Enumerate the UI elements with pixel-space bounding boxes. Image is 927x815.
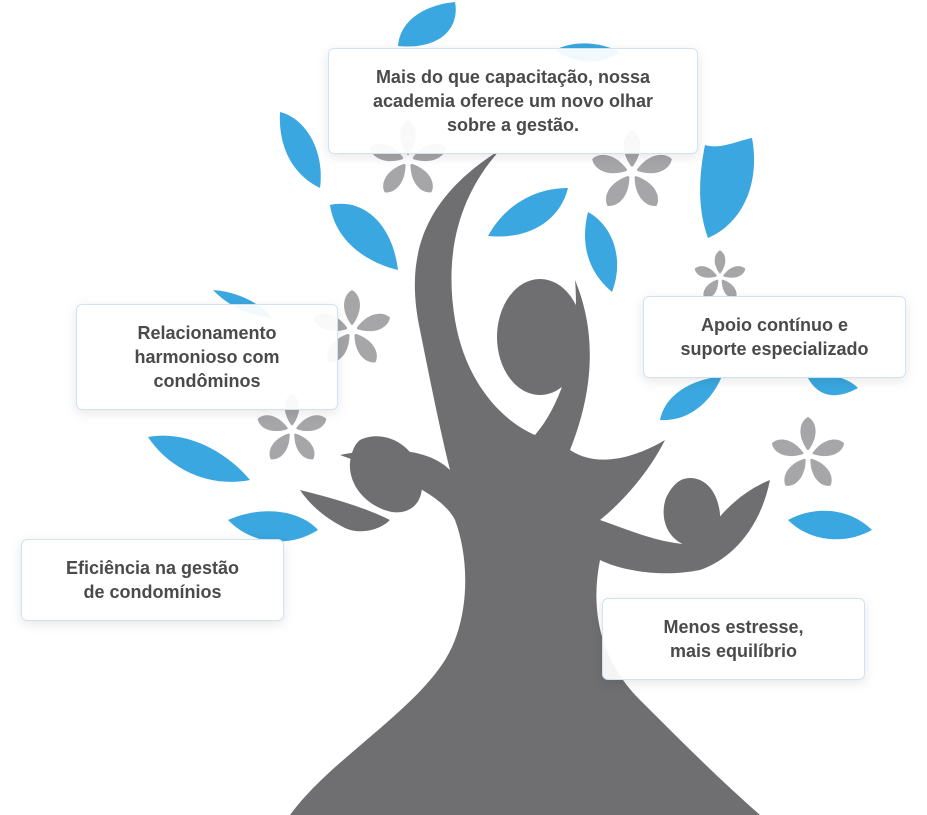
card-left-upper: Relacionamento harmonioso com condôminos: [76, 304, 338, 410]
leaf: [788, 510, 872, 540]
leaf: [808, 375, 858, 396]
card-top: Mais do que capacitação, nossa academia …: [328, 48, 698, 154]
card-left-lower-text: Eficiência na gestão de condomínios: [65, 558, 240, 602]
figure-head-left: [349, 436, 423, 513]
tree-trunk: [290, 150, 770, 815]
leaf: [279, 112, 321, 188]
leaf: [398, 2, 456, 47]
branch-left: [300, 490, 390, 532]
figure-head-center: [497, 279, 583, 395]
card-right-upper: Apoio contínuo e suporte especializado: [643, 296, 906, 378]
card-right-upper-text: Apoio contínuo e suporte especializado: [680, 315, 869, 359]
card-right-lower: Menos estresse, mais equilíbrio: [602, 598, 865, 680]
leaf: [488, 188, 568, 237]
card-right-lower-text: Menos estresse, mais equilíbrio: [663, 617, 804, 661]
card-top-text: Mais do que capacitação, nossa academia …: [372, 67, 654, 135]
leaf: [148, 435, 250, 482]
card-left-lower: Eficiência na gestão de condomínios: [21, 539, 284, 621]
leaf: [330, 203, 398, 270]
leaf: [228, 511, 318, 542]
flower: [769, 417, 847, 491]
flower: [693, 250, 747, 302]
leaf: [585, 212, 618, 292]
leaf: [660, 376, 722, 421]
leaf: [700, 138, 755, 238]
figure-head-right: [663, 478, 721, 548]
leaves: [148, 2, 872, 542]
card-left-upper-text: Relacionamento harmonioso com condôminos: [134, 323, 280, 391]
